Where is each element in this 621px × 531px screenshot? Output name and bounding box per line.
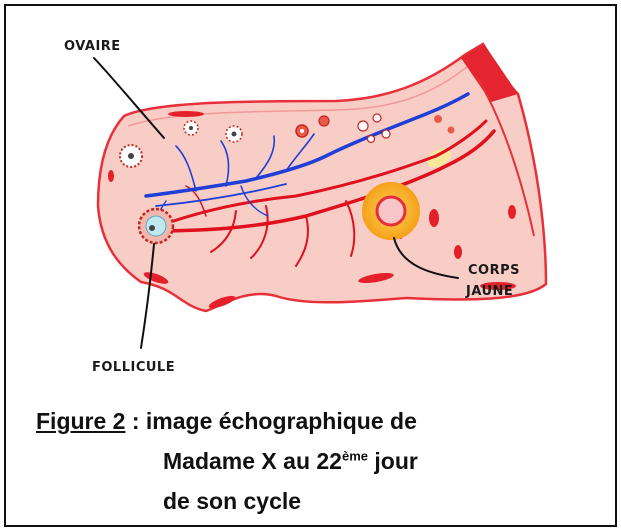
- follicle: [120, 145, 142, 167]
- follicle: [184, 121, 198, 135]
- label-corps: CORPS: [468, 263, 520, 278]
- caption-text-1: image échographique de: [146, 408, 417, 434]
- caption-separator: :: [125, 408, 145, 434]
- caption-text-3: de son cycle: [163, 488, 301, 514]
- label-follicule: FOLLICULE: [92, 360, 175, 375]
- caption-line-1: Figure 2 : image échographique de: [36, 401, 418, 441]
- figure-number: Figure 2: [36, 408, 125, 434]
- ovary-diagram: OVAIRE FOLLICULE CORPS JAUNE: [6, 6, 615, 406]
- label-ovaire: OVAIRE: [64, 39, 121, 54]
- caption-text-2: Madame X au 22: [163, 448, 342, 474]
- follicle: [226, 126, 242, 142]
- label-jaune: JAUNE: [465, 284, 513, 299]
- caption-line-3: de son cycle: [36, 481, 418, 521]
- caption-line-2: Madame X au 22ème jour: [36, 441, 418, 481]
- caption-superscript: ème: [342, 448, 368, 463]
- labeled-follicle: [139, 209, 173, 243]
- follicle: [296, 125, 308, 137]
- caption-text-2-end: jour: [368, 448, 418, 474]
- figure-frame: OVAIRE FOLLICULE CORPS JAUNE Figure 2 : …: [4, 4, 617, 527]
- follicle: [319, 116, 329, 126]
- corps-jaune: [363, 183, 419, 239]
- figure-caption: Figure 2 : image échographique de Madame…: [36, 401, 418, 521]
